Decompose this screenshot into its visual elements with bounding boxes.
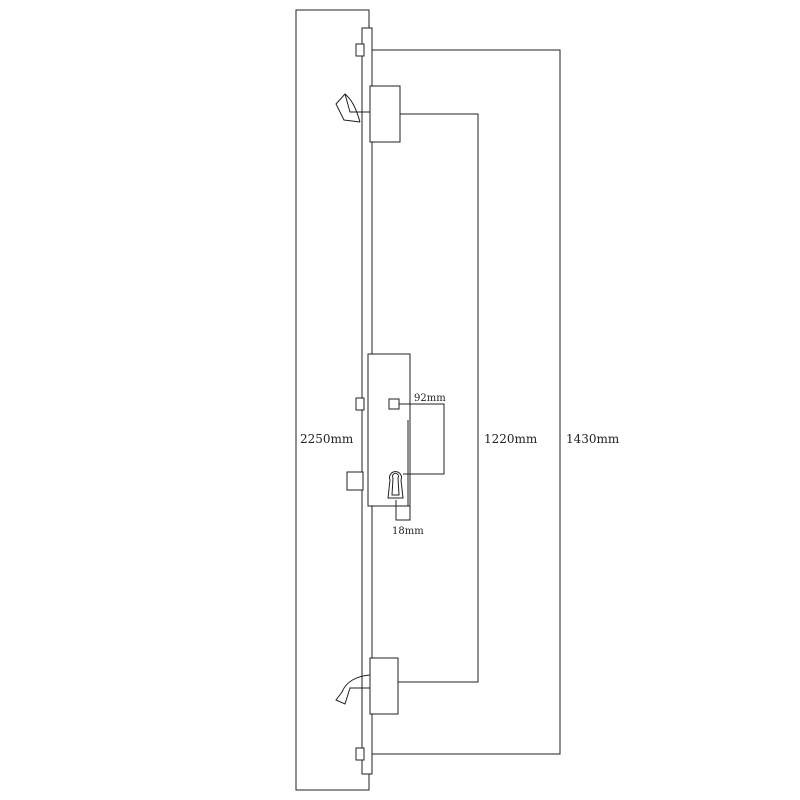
dimension-1430mm-bracket: [372, 49, 561, 755]
euro-cylinder-inner: [391, 472, 400, 496]
centre-gearbox: [367, 353, 411, 507]
bottom-pin: [355, 747, 365, 761]
top-hook-curve: [344, 93, 361, 123]
dimension-18mm-bracket: [395, 500, 411, 521]
top-hook-bolt: [335, 92, 370, 123]
euro-cylinder-profile: [387, 471, 404, 499]
label-18mm: 18mm: [392, 526, 424, 537]
label-2250mm: 2250mm: [300, 432, 354, 446]
latch-bolt: [346, 471, 364, 491]
top-hook-keep: [369, 85, 401, 143]
spindle-follower: [388, 398, 400, 410]
bottom-hook-bolt: [335, 674, 371, 705]
bottom-hook-keep: [369, 657, 399, 715]
label-1220mm: 1220mm: [484, 432, 538, 446]
label-92mm: 92mm: [414, 393, 446, 404]
dimension-1220mm-bracket: [398, 113, 479, 683]
top-pin: [355, 43, 365, 57]
mid-pin: [355, 397, 365, 411]
dimension-92mm-bracket: [399, 403, 445, 475]
label-1430mm: 1430mm: [566, 432, 620, 446]
